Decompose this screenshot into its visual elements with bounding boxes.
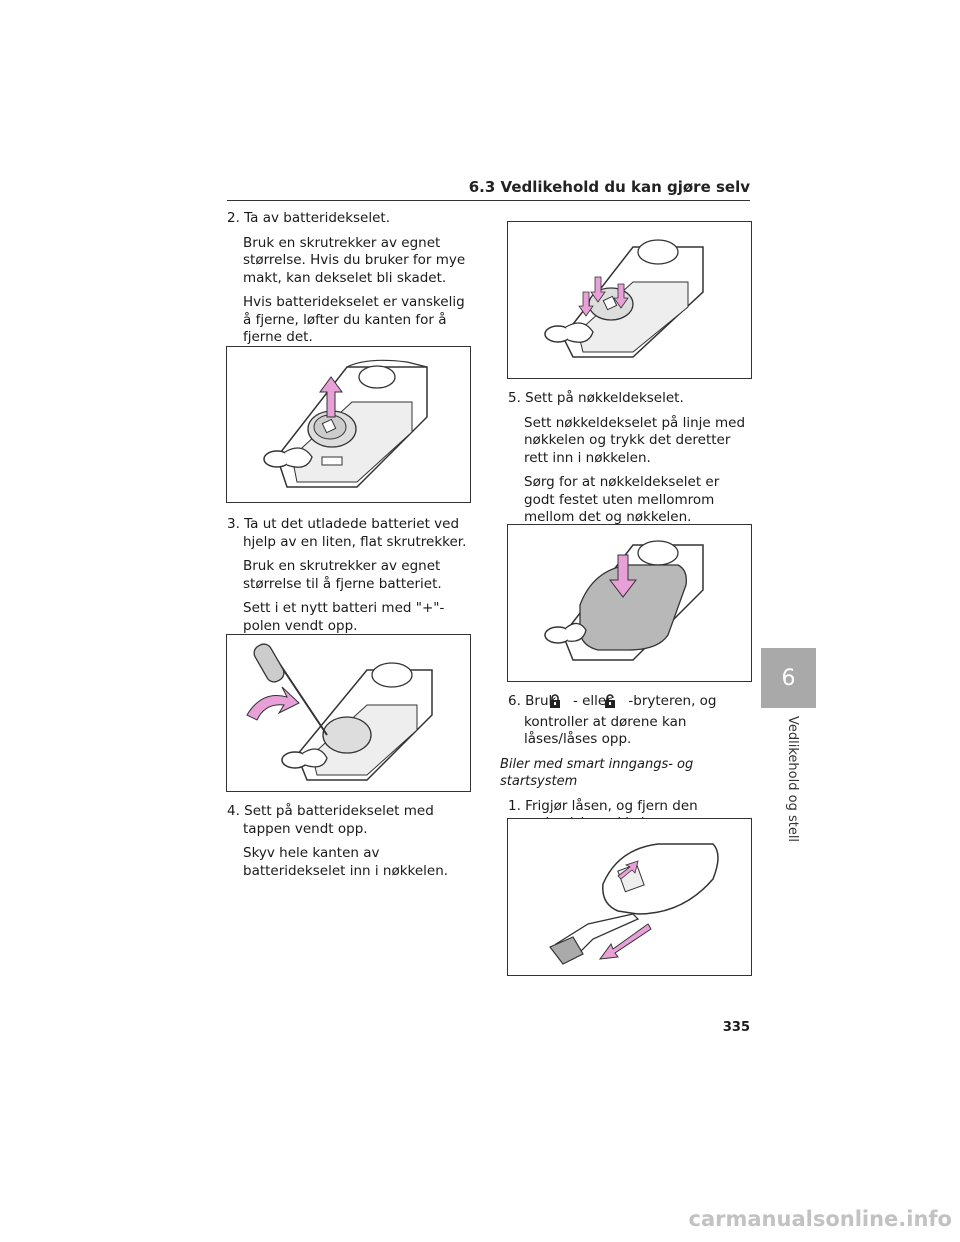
- step-3-text-1: Bruk en skrutrekker av egnet størrelse t…: [243, 558, 442, 592]
- step-2-text-2: Hvis batteridekselet er vanskelig å fjer…: [243, 294, 465, 345]
- step-5: 5. Sett på nøkkeldekselet.: [508, 390, 684, 406]
- left-column-bottom: 4. Sett på batteridekselet med tappen ve…: [227, 803, 472, 887]
- left-column-top: 2. Ta av batteridekselet. Bruk en skrutr…: [227, 210, 472, 354]
- step-5-text-1: Sett nøkkeldekselet på linje med nøkkele…: [524, 414, 746, 466]
- figure-remove-mechanical-key: [507, 818, 752, 976]
- smart-system-heading: Biler med smart inngangs- og startsystem: [500, 756, 694, 790]
- figure-attach-key-cover: [507, 524, 752, 682]
- chapter-label: Vedlikehold og stell: [785, 716, 800, 843]
- figure-insert-battery-cover: [507, 221, 752, 379]
- chapter-number: 6: [781, 665, 796, 691]
- section-title: 6.3 Vedlikehold du kan gjøre selv: [468, 178, 750, 196]
- step-6-part-a: 6. Bruk: [508, 693, 557, 709]
- step-2: 2. Ta av batteridekselet.: [227, 210, 391, 226]
- step-6-part-b: - eller: [572, 693, 612, 709]
- right-column-step5: 5. Sett på nøkkeldekselet. Sett nøkkelde…: [508, 390, 753, 534]
- step-5-text-2: Sørg for at nøkkeldekselet er godt feste…: [524, 474, 720, 525]
- step-4: 4. Sett på batteridekselet med tappen ve…: [227, 803, 434, 837]
- step-6-part-c: -bryteren, og kontroller at dørene kan l…: [524, 693, 717, 747]
- step-3: 3. Ta ut det utladede batteriet ved hjel…: [227, 516, 467, 550]
- page-header: 6.3 Vedlikehold du kan gjøre selv: [227, 178, 750, 201]
- page-number: 335: [722, 1020, 750, 1035]
- watermark: carmanualsonline.info: [688, 1207, 952, 1231]
- chapter-tab: 6: [761, 648, 816, 708]
- step-6: 6. Bruk - eller -bryteren, og kontroller…: [508, 693, 753, 749]
- step-3-text-2: Sett i et nytt batteri med "+"-polen ven…: [243, 600, 445, 634]
- step-2-text-1: Bruk en skrutrekker av egnet størrelse. …: [243, 234, 466, 286]
- figure-remove-battery-cover: [226, 346, 471, 503]
- figure-remove-battery: [226, 634, 471, 792]
- left-column-middle: 3. Ta ut det utladede batteriet ved hjel…: [227, 516, 472, 642]
- step-4-text-1: Skyv hele kanten av batteridekselet inn …: [243, 845, 449, 879]
